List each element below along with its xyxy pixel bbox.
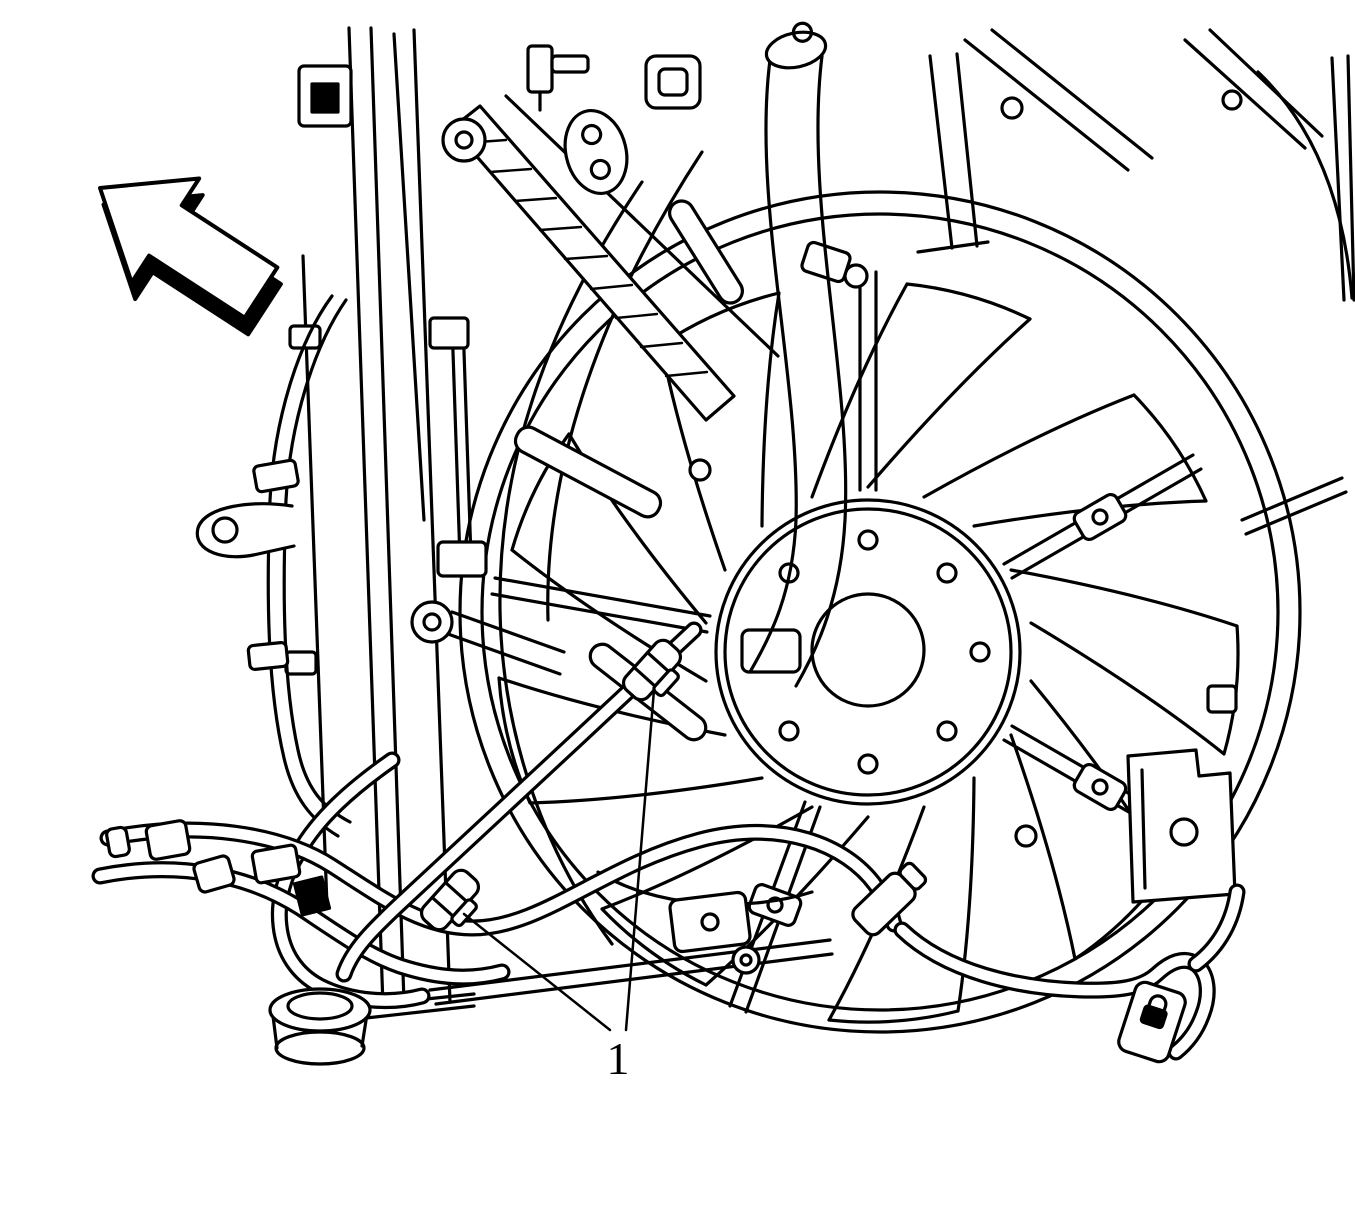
shroud-slot xyxy=(513,425,663,519)
hose-end-cap xyxy=(764,21,828,70)
small-bracket xyxy=(1206,684,1238,714)
shroud-spokes xyxy=(490,240,1203,1014)
line-art: 1 xyxy=(91,21,1355,1084)
pipe-clamp xyxy=(246,640,290,672)
left-pipe-and-bracket xyxy=(195,294,352,838)
inline-quick-connect xyxy=(851,861,928,937)
pipe-clamp xyxy=(252,458,300,494)
spoke-mount-tab xyxy=(747,883,803,927)
left-fitting xyxy=(144,819,192,861)
rubber-grommet xyxy=(563,109,629,195)
shroud-bolt xyxy=(1014,824,1038,848)
spoke-mount-tab xyxy=(1072,492,1128,542)
square-nut xyxy=(644,54,702,110)
top-small-parts xyxy=(526,44,702,195)
shroud-spoke xyxy=(858,270,878,492)
left-end-cap xyxy=(105,825,131,859)
tank-side-clip xyxy=(288,324,322,350)
tank-side-clip xyxy=(284,650,318,676)
hub-bolt xyxy=(969,641,991,663)
hub-bolt xyxy=(857,753,879,775)
callout-1-label: 1 xyxy=(607,1033,630,1084)
right-mounting-bracket xyxy=(1126,684,1238,904)
strut-bolt xyxy=(441,117,487,163)
pipe-fittings xyxy=(105,819,1187,1066)
motor-connector xyxy=(740,628,802,674)
diagonal-support-strut xyxy=(441,94,780,422)
lower-shroud-frame xyxy=(428,870,834,1006)
hub-bolt xyxy=(936,562,958,584)
callout-leader-line xyxy=(462,912,612,1032)
clamp-outline xyxy=(250,843,302,885)
pipe-retainer-clip-upper xyxy=(621,638,683,702)
left-fitting xyxy=(192,854,236,894)
hub-bolt xyxy=(778,720,800,742)
padlock-icon xyxy=(1139,994,1168,1030)
mount-bolt xyxy=(410,600,454,644)
eyelet-hole xyxy=(211,516,239,544)
shroud-bolt xyxy=(688,458,712,482)
direction-arrow-icon xyxy=(98,176,283,337)
spoke-mount-tab xyxy=(1072,762,1128,812)
tank-top-clip-hole xyxy=(310,82,340,114)
frame-bracket xyxy=(668,890,752,954)
radiator-drain-cock xyxy=(268,987,372,1066)
stay-rod xyxy=(410,316,566,676)
pipe-retainer-clip-lower xyxy=(419,868,481,932)
bracket-hole xyxy=(1169,817,1199,847)
right-connector-block xyxy=(1117,980,1187,1064)
shroud-spoke xyxy=(490,576,712,634)
engine-harness-hose xyxy=(748,21,848,688)
cooling-fan-shroud xyxy=(458,52,1302,1034)
callout-leader-line xyxy=(624,688,656,1032)
hub-bolt xyxy=(857,529,879,551)
hub-bolt xyxy=(936,720,958,742)
shroud-top-braces xyxy=(963,28,1355,536)
top-clamp-arm xyxy=(550,54,590,74)
top-clamp xyxy=(526,44,554,94)
arrow-body xyxy=(98,176,280,320)
dark-clamp xyxy=(292,875,332,917)
callout-1: 1 xyxy=(462,688,656,1084)
shroud-slot xyxy=(668,199,744,305)
frame-bolt xyxy=(731,945,761,975)
